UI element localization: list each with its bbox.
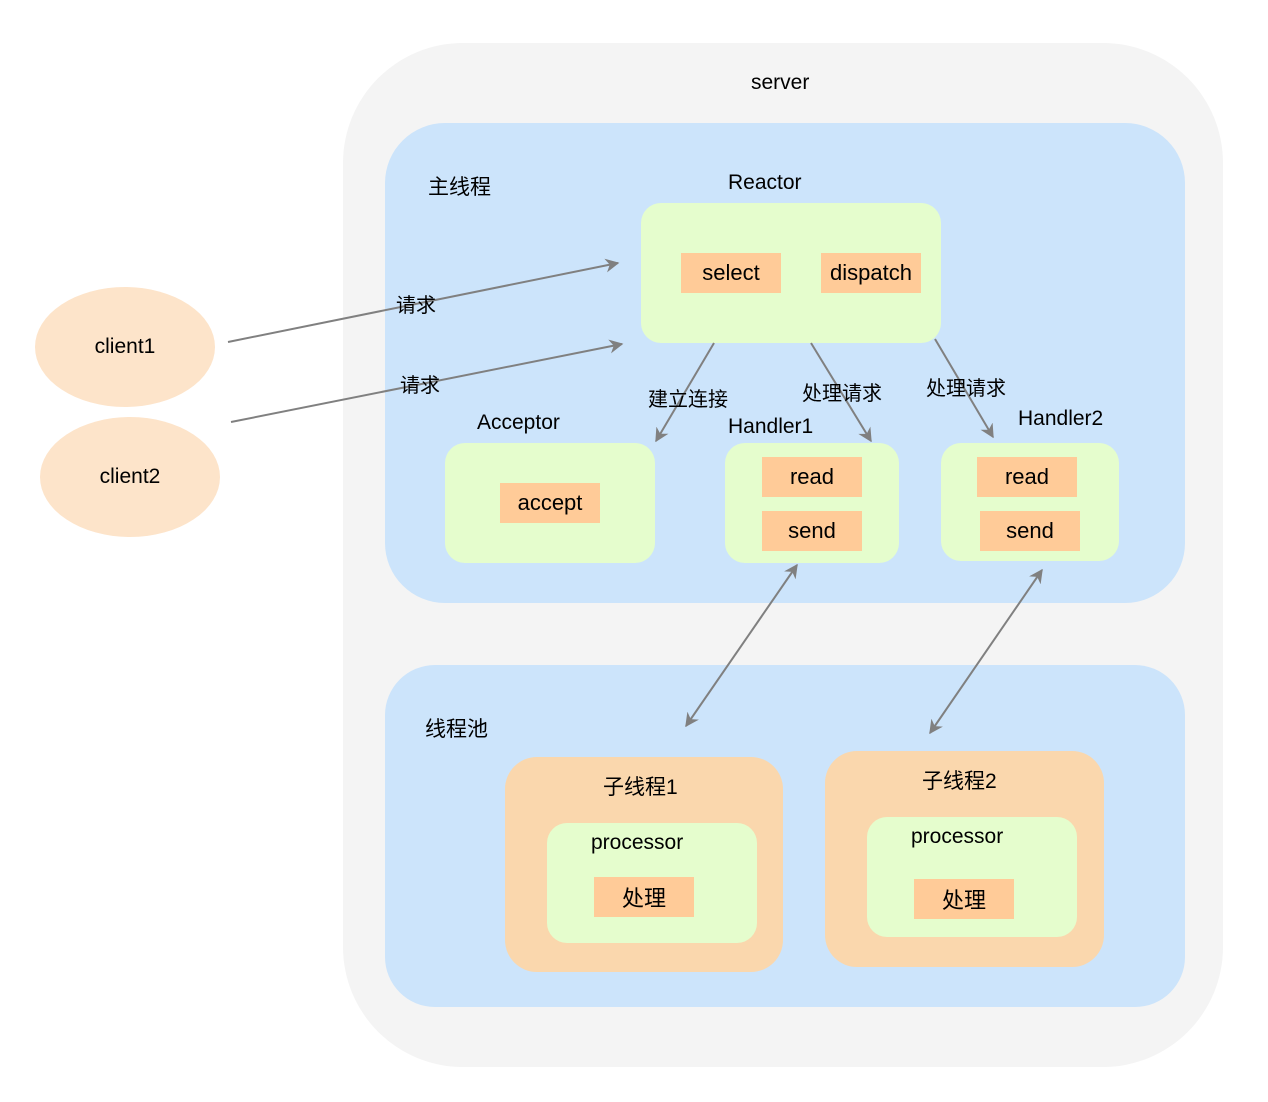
handler1-op-send[interactable]: send [762,511,862,551]
reactor-title: Reactor [728,171,802,194]
worker2-op-process[interactable]: 处理 [914,879,1014,919]
server-title: server [751,71,810,94]
worker2-title: 子线程2 [922,770,997,793]
thread-pool-title: 线程池 [425,718,488,741]
handler2-op-send[interactable]: send [980,511,1080,551]
handler1-op-read[interactable]: read [762,457,862,497]
edge-label-client1-request: 请求 [396,295,436,317]
main-thread-title: 主线程 [428,176,491,199]
handler2-title: Handler2 [1018,407,1104,430]
reactor-op-select[interactable]: select [681,253,781,293]
handler1-title: Handler1 [728,415,814,438]
acceptor-title: Acceptor [477,411,560,434]
client1-node[interactable]: client1 [35,287,215,407]
edge-label-client2-request: 请求 [400,375,440,397]
edge-label-handle1: 处理请求 [802,383,882,405]
worker1-op-process[interactable]: 处理 [594,877,694,917]
worker2-processor-title: processor [911,825,1004,848]
edge-label-connect: 建立连接 [648,389,728,411]
acceptor-op-accept[interactable]: accept [500,483,600,523]
client2-node[interactable]: client2 [40,417,220,537]
edge-label-handle2: 处理请求 [926,378,1006,400]
handler2-op-read[interactable]: read [977,457,1077,497]
reactor-op-dispatch[interactable]: dispatch [821,253,921,293]
worker1-processor-title: processor [591,831,684,854]
worker1-title: 子线程1 [603,776,678,799]
